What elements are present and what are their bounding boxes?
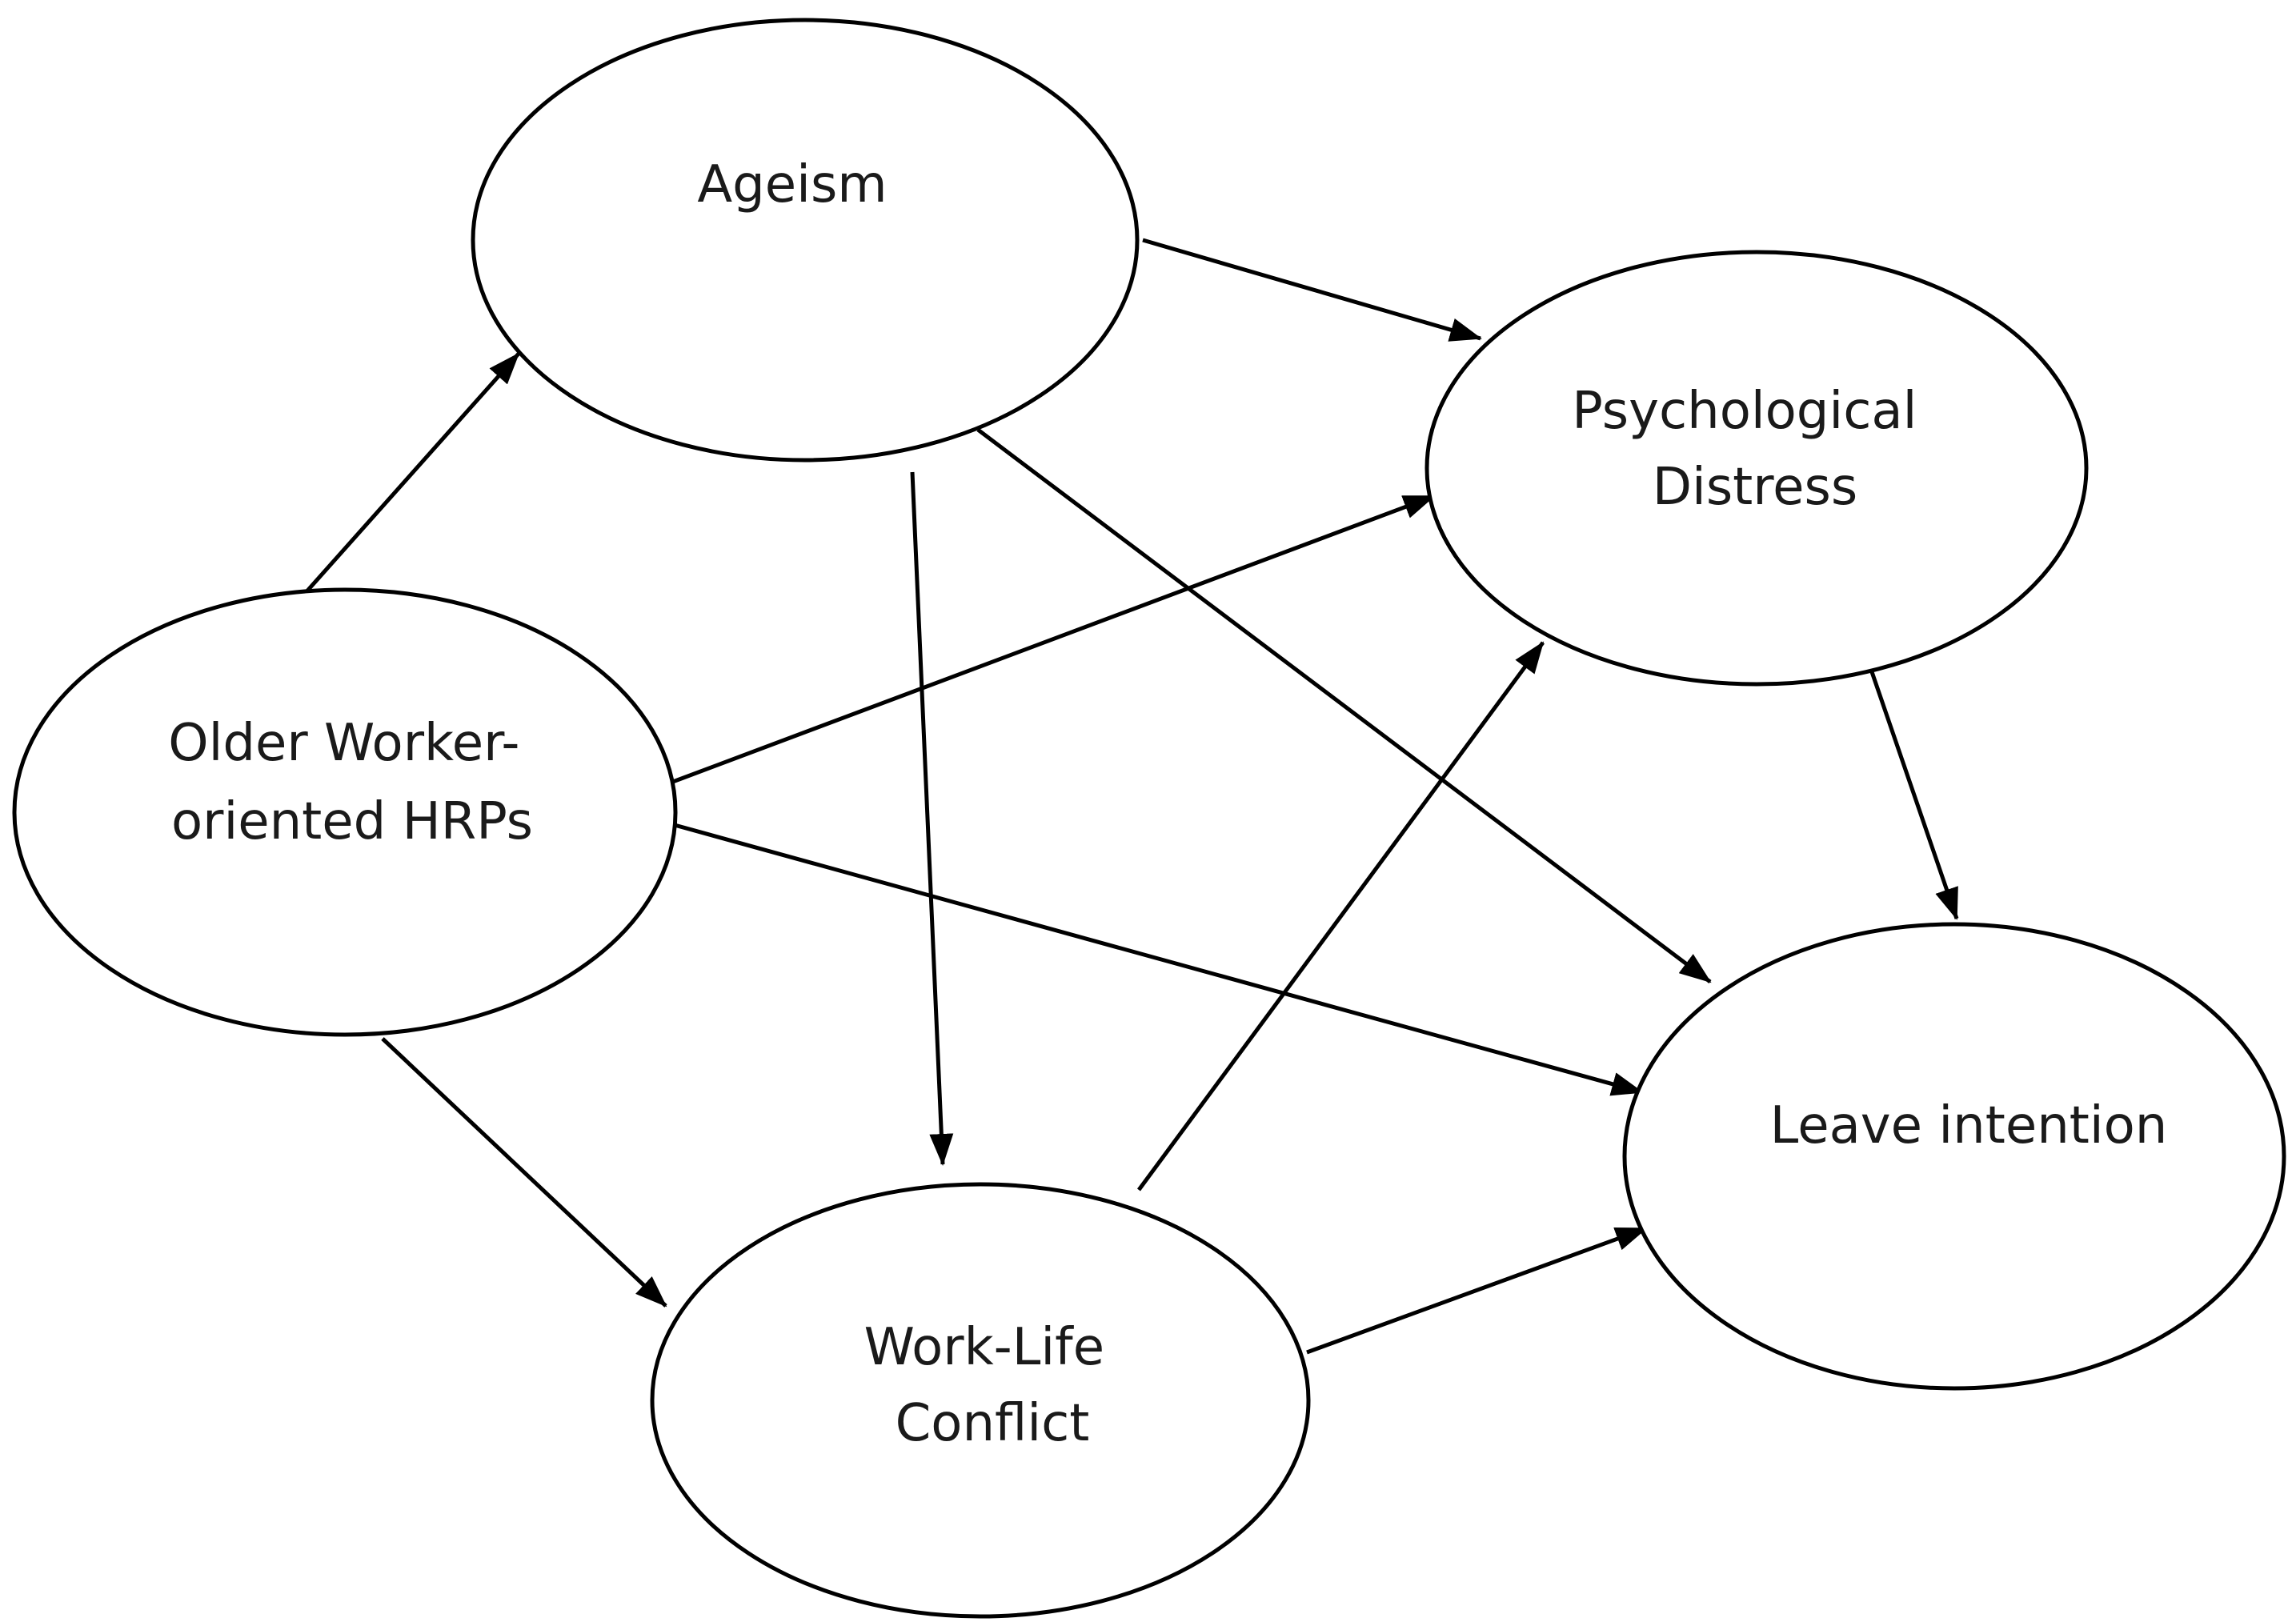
node-work-life-conflict-label: Work-Life Conflict (864, 1318, 1121, 1453)
node-psychological-distress-ellipse (1424, 250, 2089, 687)
node-psychological-distress: Psychological Distress (1424, 250, 2089, 687)
node-ageism-label: Ageism (697, 155, 887, 214)
node-leave-intention-ellipse (1622, 922, 2286, 1391)
arrow-ageism-to-worklife (910, 471, 954, 1166)
arrow-hrps-to-distress (670, 494, 1436, 785)
arrow-worklife-to-distress (1136, 641, 1545, 1191)
node-work-life-conflict-label-line-1: Work-Life (864, 1318, 1105, 1377)
node-psychological-distress-label-line-2: Distress (1653, 458, 1857, 517)
node-leave-intention-label-line-1: Leave intention (1770, 1096, 2168, 1155)
arrow-hrps-to-worklife (381, 1037, 667, 1308)
node-work-life-conflict-label-line-2: Conflict (896, 1394, 1090, 1453)
node-psychological-distress-label: Psychological Distress (1572, 382, 1933, 517)
node-leave-intention-label: Leave intention (1770, 1096, 2168, 1155)
node-work-life-conflict-ellipse (650, 1182, 1311, 1619)
node-older-worker-hrps-label-line-2: oriented HRPs (171, 792, 533, 851)
node-work-life-conflict: Work-Life Conflict (650, 1182, 1311, 1619)
node-ageism-ellipse (471, 18, 1140, 463)
arrow-hrps-to-leave (665, 820, 1644, 1096)
arrow-ageism-to-distress (1142, 238, 1482, 342)
node-leave-intention: Leave intention (1622, 922, 2286, 1391)
node-psychological-distress-label-line-1: Psychological (1572, 382, 1917, 441)
arrow-distress-to-leave (1866, 662, 1959, 920)
node-ageism-label-line-1: Ageism (697, 155, 887, 214)
node-ageism: Ageism (471, 18, 1140, 463)
arrow-worklife-to-leave (1306, 1226, 1648, 1355)
arrow-ageism-to-leave (976, 428, 1712, 983)
node-older-worker-hrps: Older Worker- oriented HRPs (12, 587, 678, 1037)
arrow-hrps-to-ageism (301, 352, 520, 598)
node-older-worker-hrps-label-line-1: Older Worker- (168, 714, 519, 773)
edges-group (301, 238, 1959, 1355)
node-older-worker-hrps-label: Older Worker- oriented HRPs (168, 714, 536, 851)
node-older-worker-hrps-ellipse (12, 587, 678, 1037)
nodes-group: Ageism Psychological Distress Older Work… (12, 18, 2286, 1619)
